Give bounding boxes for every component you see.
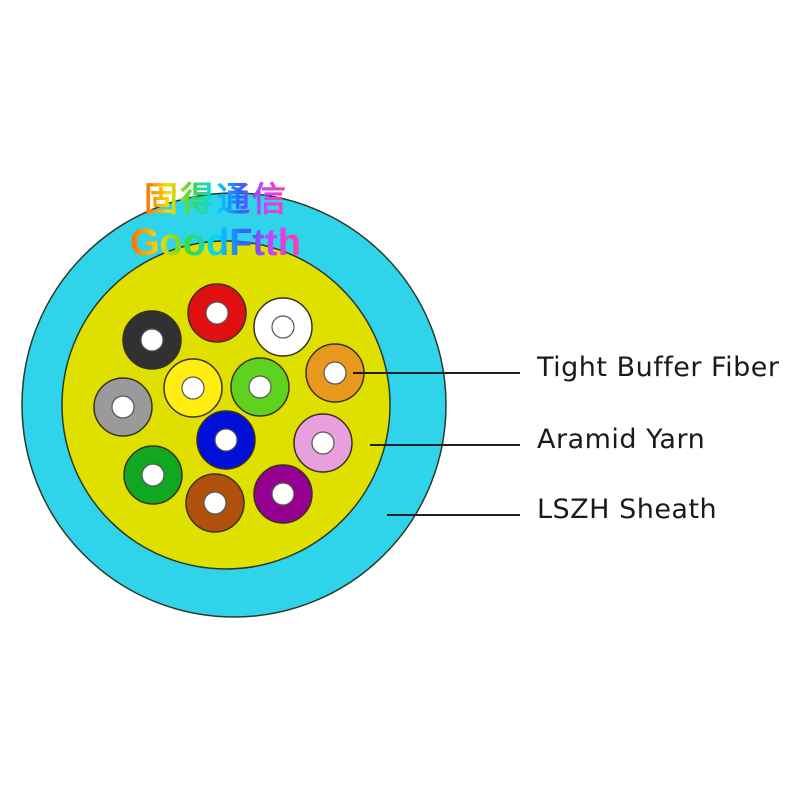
tight-buffer-fiber-white xyxy=(253,297,313,357)
fiber-core xyxy=(181,376,205,400)
tight-buffer-fiber-lime-green xyxy=(230,357,290,417)
tight-buffer-fiber-brown xyxy=(185,473,245,533)
fiber-group xyxy=(93,283,365,533)
fiber-core xyxy=(271,315,295,339)
fiber-core xyxy=(323,361,347,385)
tight-buffer-fiber-purple xyxy=(253,464,313,524)
tight-buffer-fiber-blue xyxy=(196,410,256,470)
label-aramid-yarn: Aramid Yarn xyxy=(537,424,706,455)
tight-buffer-fiber-pink xyxy=(293,413,353,473)
tight-buffer-fiber-yellow xyxy=(163,358,223,418)
fiber-core xyxy=(111,395,135,419)
label-tight-buffer-fiber: Tight Buffer Fiber xyxy=(537,352,780,383)
fiber-core xyxy=(140,328,164,352)
tight-buffer-fiber-red xyxy=(187,283,247,343)
label-lszh-sheath: LSZH Sheath xyxy=(537,494,718,525)
tight-buffer-fiber-green xyxy=(123,445,183,505)
fiber-core xyxy=(205,301,229,325)
logo-english: GoodFtth xyxy=(130,222,301,264)
fiber-core xyxy=(271,482,295,506)
tight-buffer-fiber-black xyxy=(122,310,182,370)
fiber-core xyxy=(311,431,335,455)
tight-buffer-fiber-gray xyxy=(93,377,153,437)
fiber-core xyxy=(203,491,227,515)
logo-chinese: 固得通信 xyxy=(144,172,288,221)
fiber-core xyxy=(248,375,272,399)
fiber-core xyxy=(141,463,165,487)
fiber-core xyxy=(214,428,238,452)
